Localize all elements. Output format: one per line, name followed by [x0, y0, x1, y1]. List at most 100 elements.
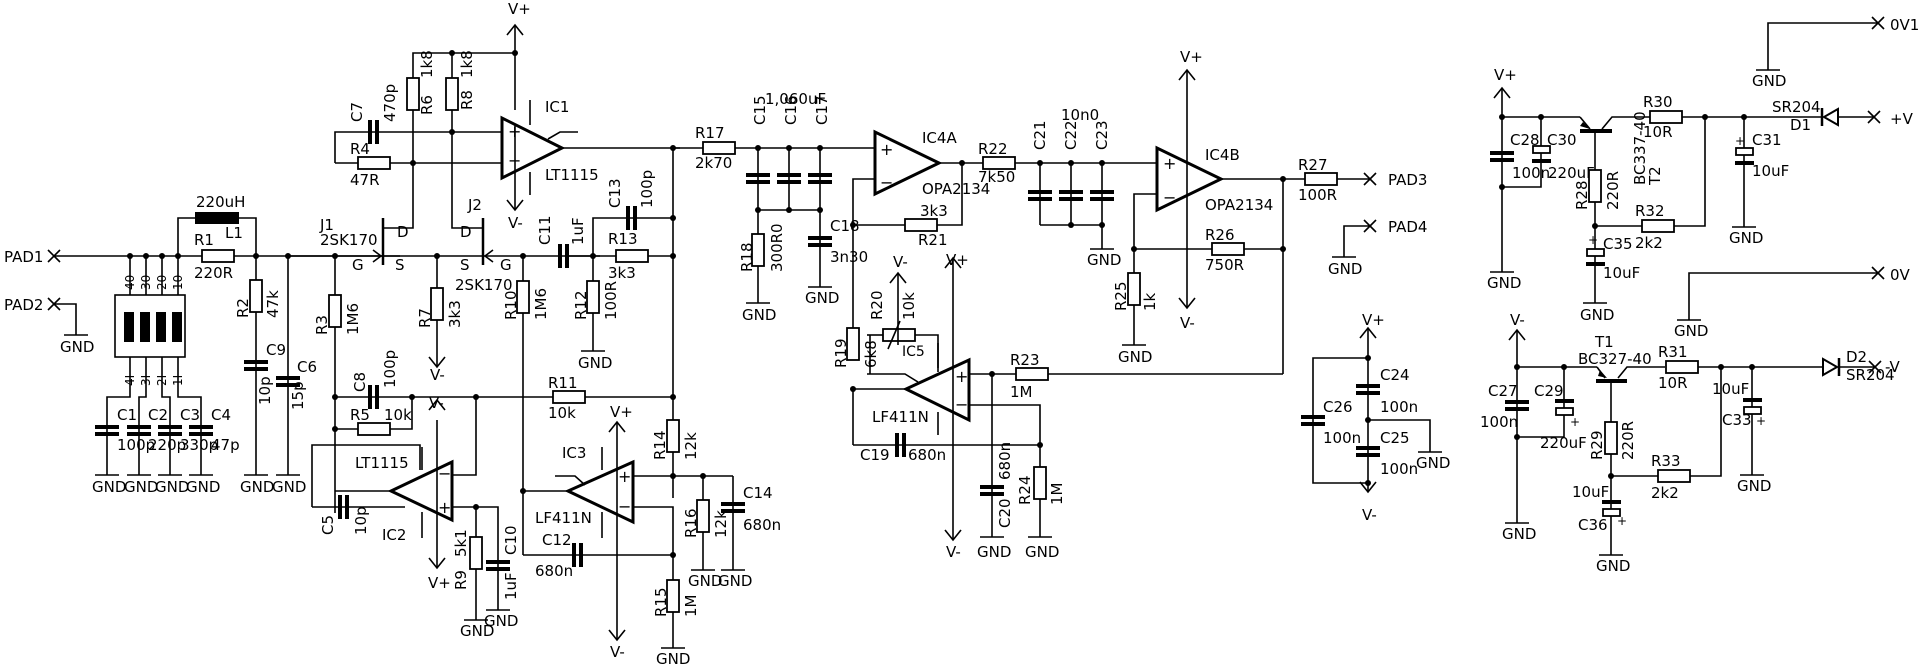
resistor-r7[interactable]	[430, 287, 444, 321]
dip-switch[interactable]: 40 30 20 10 4I 3I 2I 1I	[114, 253, 186, 386]
capacitor-c1[interactable]	[95, 425, 119, 436]
r21-value: 3k3	[920, 202, 948, 220]
capacitor-c10[interactable]	[486, 560, 510, 571]
r3-value: 1M6	[344, 303, 362, 335]
c18-ref: C18	[830, 217, 860, 235]
capacitor-c16[interactable]	[777, 173, 801, 184]
resistor-r21[interactable]	[904, 218, 938, 232]
resistor-r26[interactable]	[1211, 242, 1245, 256]
terminal-minus-v[interactable]: -V	[1868, 358, 1901, 376]
pad4-terminal[interactable]: PAD4 GND	[1328, 218, 1427, 278]
resistor-r4[interactable]	[357, 156, 391, 170]
opamp-ic4b[interactable]: +−	[1133, 70, 1370, 308]
capacitor-c22[interactable]	[1059, 190, 1083, 201]
capacitor-c25[interactable]	[1356, 446, 1380, 457]
c18-value: 3n30	[830, 248, 868, 266]
resistor-r18[interactable]	[751, 233, 765, 267]
capacitor-c29[interactable]	[1555, 399, 1574, 416]
gnd-label: GND	[1502, 525, 1536, 543]
c33-ref: C33	[1722, 411, 1752, 429]
resistor-r6[interactable]	[406, 77, 420, 111]
capacitor-c26[interactable]	[1301, 415, 1325, 426]
terminal-0v[interactable]: 0V GND	[1674, 266, 1911, 340]
resistor-r16[interactable]	[696, 499, 710, 533]
capacitor-c5[interactable]	[338, 495, 349, 519]
capacitor-c30[interactable]	[1532, 145, 1551, 163]
resistor-r14[interactable]	[666, 419, 680, 453]
capacitor-c6[interactable]	[276, 376, 300, 387]
transistor-t1[interactable]	[1596, 366, 1665, 383]
resistor-r32[interactable]	[1641, 219, 1675, 233]
resistor-r9[interactable]	[469, 536, 483, 570]
capacitor-c20[interactable]	[980, 485, 1004, 496]
resistor-r8[interactable]	[445, 77, 459, 111]
r32-ref: R32	[1635, 202, 1665, 220]
capacitor-c21[interactable]	[1028, 190, 1052, 201]
capacitor-c13[interactable]	[626, 206, 637, 230]
r21-ref: R21	[918, 231, 948, 249]
resistor-r5[interactable]	[357, 422, 391, 436]
resistor-r31[interactable]	[1665, 360, 1699, 374]
opamp-ic3[interactable]: +−	[555, 422, 733, 640]
capacitor-c17[interactable]	[808, 173, 832, 184]
ic1-part: LT1115	[545, 166, 599, 184]
opamp-ic1[interactable]: +−	[500, 100, 680, 210]
resistor-r24[interactable]	[1033, 466, 1047, 500]
capacitor-c4[interactable]	[189, 425, 213, 436]
capacitor-c28[interactable]	[1490, 151, 1514, 162]
capacitor-c12[interactable]	[572, 543, 583, 567]
capacitor-c33[interactable]	[1743, 398, 1762, 415]
opamp-ic2[interactable]: −+	[335, 397, 477, 568]
resistor-r27[interactable]	[1304, 172, 1338, 186]
c6-value: 15p	[289, 381, 307, 410]
resistor-r17[interactable]	[702, 141, 736, 155]
pad3-terminal[interactable]: PAD3	[1363, 171, 1427, 189]
resistor-r12[interactable]	[586, 280, 600, 314]
opamp-ic5[interactable]: +−	[902, 258, 1283, 540]
resistor-r25[interactable]	[1127, 272, 1141, 306]
vminus-label: V-	[1180, 314, 1195, 332]
capacitor-c7[interactable]	[368, 120, 379, 144]
ic1-ref: IC1	[545, 98, 569, 116]
resistor-r10[interactable]	[516, 280, 530, 314]
capacitor-c24[interactable]	[1356, 384, 1380, 395]
pad2-terminal[interactable]: PAD2	[4, 296, 61, 314]
resistor-r23[interactable]	[1015, 367, 1049, 381]
terminal-plus-v[interactable]: +V	[1867, 110, 1914, 128]
capacitor-c14[interactable]	[721, 502, 745, 513]
capacitor-c36[interactable]	[1602, 500, 1621, 517]
diode-d2[interactable]	[1822, 357, 1875, 377]
ic5-ref: IC5	[902, 344, 925, 360]
resistor-r13[interactable]	[615, 249, 649, 263]
capacitor-c27[interactable]	[1505, 400, 1529, 411]
resistor-r3[interactable]	[328, 294, 342, 328]
capacitor-c31[interactable]	[1735, 147, 1754, 165]
resistor-r28[interactable]	[1588, 169, 1602, 203]
pad1-terminal[interactable]: PAD1	[4, 248, 61, 266]
resistor-r33[interactable]	[1657, 469, 1691, 483]
resistor-r19[interactable]	[846, 327, 860, 361]
resistor-r15[interactable]	[666, 579, 680, 613]
capacitor-c19[interactable]	[895, 433, 906, 457]
capacitor-c18[interactable]	[808, 236, 832, 247]
resistor-r22[interactable]	[982, 156, 1016, 170]
terminal-0v1[interactable]: 0V1 GND	[1752, 16, 1919, 90]
diode-d1[interactable]	[1820, 107, 1874, 127]
capacitor-c9[interactable]	[244, 360, 268, 371]
jfet-j1[interactable]	[372, 162, 414, 265]
capacitor-c15[interactable]	[746, 173, 770, 184]
r28-ref: R28	[1573, 180, 1591, 210]
resistor-r11[interactable]	[552, 390, 586, 404]
capacitor-c2[interactable]	[127, 425, 151, 436]
capacitor-c3[interactable]	[158, 425, 182, 436]
c22-ref: C22	[1062, 120, 1080, 150]
resistor-r30[interactable]	[1649, 110, 1683, 124]
inductor-l1[interactable]	[195, 212, 239, 224]
capacitor-c8[interactable]	[368, 385, 379, 409]
capacitor-c35[interactable]	[1586, 248, 1605, 266]
resistor-r29[interactable]	[1604, 421, 1618, 455]
resistor-r1[interactable]	[201, 249, 235, 263]
r22-value: 7k50	[978, 168, 1015, 186]
capacitor-c23[interactable]	[1090, 190, 1114, 201]
resistor-r2[interactable]	[249, 279, 263, 313]
